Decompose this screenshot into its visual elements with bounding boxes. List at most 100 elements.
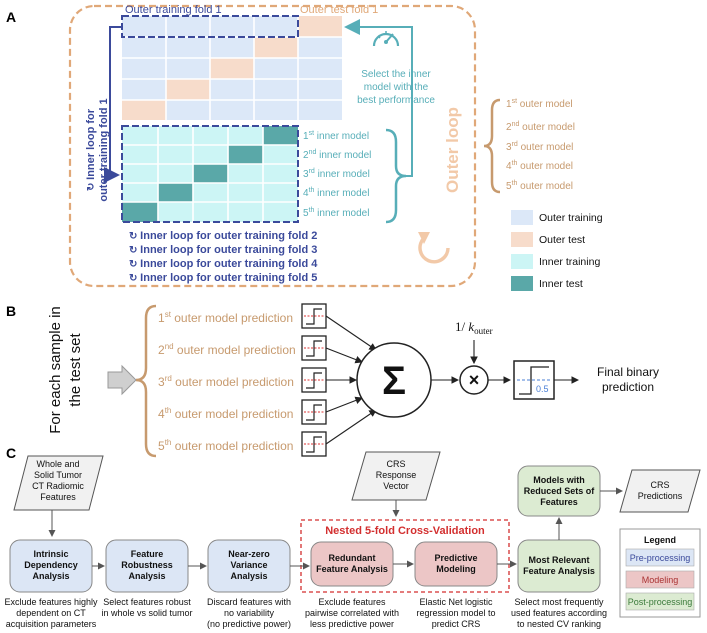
step6-title-line1: Most Relevant bbox=[528, 555, 589, 565]
step2-title-line2: Robustness bbox=[121, 560, 173, 570]
sample-input-arrow bbox=[107, 364, 137, 396]
svg-text:Features: Features bbox=[40, 492, 76, 502]
normalization-factor: 1/ kouter bbox=[455, 319, 493, 336]
select-best-feedback-arrow bbox=[344, 19, 413, 177]
predictions-brace bbox=[135, 304, 157, 458]
outer-test-cell-4 bbox=[166, 79, 210, 100]
legend-pre-processing bbox=[625, 548, 695, 567]
speedometer-icon bbox=[372, 31, 400, 47]
outer-loop-cycle-arrowhead bbox=[418, 232, 430, 244]
step6-desc-line1: Select most frequently bbox=[514, 597, 604, 607]
inner-loop-fold-2: ↻ Inner loop for outer training fold 2 bbox=[129, 230, 317, 242]
final-prediction-line2: prediction bbox=[602, 380, 654, 394]
panel-b: B For each sample in the test set 1st ou… bbox=[6, 303, 659, 458]
svg-text:For each sample in: For each sample in bbox=[47, 306, 64, 434]
svg-text:model with the: model with the bbox=[364, 82, 429, 93]
inner-grid-border bbox=[121, 125, 299, 223]
pipeline-arrows bbox=[92, 487, 623, 570]
outer-loop-label: Outer loop bbox=[443, 107, 462, 193]
inner-loop-title-line1: Inner loop for bbox=[85, 108, 97, 180]
legend-label-outer-training: Outer training bbox=[539, 212, 603, 224]
legend-label-inner-training: Inner training bbox=[539, 256, 600, 268]
inner-loop-fold-5: ↻ Inner loop for outer training fold 5 bbox=[129, 272, 317, 284]
step3-title-line1: Near-zero bbox=[228, 549, 270, 559]
for-each-sample-label: For each sample in the test set bbox=[47, 306, 84, 434]
models-reduced-line1: Models with bbox=[533, 475, 585, 485]
outer-test-cell-1 bbox=[298, 16, 342, 37]
inner-fold-grid bbox=[121, 125, 299, 223]
step1-desc-line1: Exclude features highly bbox=[4, 597, 98, 607]
svg-text:Select the inner: Select the inner bbox=[361, 69, 431, 80]
step3-desc-line2: no variability bbox=[224, 608, 275, 618]
panel-b-label: B bbox=[6, 303, 16, 319]
step-box-4 bbox=[301, 399, 327, 425]
step3-title-line2: Variance bbox=[230, 560, 267, 570]
prediction-label-1: 1st outer model prediction bbox=[158, 310, 293, 325]
outer-model-label-1: 1st outer model bbox=[506, 98, 573, 110]
svg-text:Vector: Vector bbox=[383, 481, 409, 491]
inner-loop-fold-3: ↻ Inner loop for outer training fold 3 bbox=[129, 244, 317, 256]
outer-fold-grid bbox=[121, 15, 342, 120]
inner-loop-connector bbox=[104, 26, 122, 183]
sum-symbol: Σ bbox=[382, 359, 406, 403]
nested-cv-title: Nested 5-fold Cross-Validation bbox=[325, 525, 485, 537]
panel-a-legend: Outer training Outer test Inner training… bbox=[511, 210, 603, 291]
legend-post-processing-label: Post-processing bbox=[628, 597, 693, 607]
step6-desc-line3: to nested CV ranking bbox=[517, 619, 601, 629]
step4-title-line2: Feature Analysis bbox=[316, 564, 388, 574]
threshold-box: 0.5 bbox=[513, 360, 555, 400]
step4-desc-line1: Exclude features bbox=[318, 597, 386, 607]
inner-test-cell-3 bbox=[193, 164, 228, 183]
inner-test-cell-4 bbox=[158, 183, 193, 202]
step-box-3 bbox=[301, 367, 327, 393]
svg-text:Whole and: Whole and bbox=[36, 459, 79, 469]
outer-loop-cycle-icon bbox=[418, 236, 450, 264]
panel-a: A Outer training fold 1 Outer test fold … bbox=[6, 4, 603, 291]
panel-c: C Whole and Solid Tumor CT Radiomic Feat… bbox=[4, 445, 701, 629]
legend-swatch-inner-test bbox=[511, 276, 533, 291]
svg-text:CT Radiomic: CT Radiomic bbox=[32, 481, 84, 491]
prediction-label-2: 2nd outer model prediction bbox=[158, 342, 296, 357]
step5-desc-line1: Elastic Net logistic bbox=[419, 597, 493, 607]
crs-predictions-shape bbox=[619, 469, 701, 513]
step4-desc-line3: less predictive power bbox=[310, 619, 394, 629]
inner-model-label-4: 4th inner model bbox=[303, 187, 369, 199]
svg-text:best performance: best performance bbox=[357, 95, 435, 106]
prediction-label-3: 3rd outer model prediction bbox=[158, 374, 294, 389]
step1-desc-line3: acquisition parameters bbox=[6, 619, 97, 629]
inner-test-cell-1 bbox=[263, 126, 298, 145]
step5-title-line2: Modeling bbox=[436, 564, 476, 574]
threshold-value: 0.5 bbox=[536, 384, 549, 394]
legend-swatch-outer-training bbox=[511, 210, 533, 225]
step2-title-line1: Feature bbox=[131, 549, 164, 559]
step1-desc-line2: dependent on CT bbox=[16, 608, 86, 618]
outer-prediction-labels: 1st outer model prediction 2nd outer mod… bbox=[158, 310, 296, 453]
inner-loop-fold-list: ↻ Inner loop for outer training fold 2 ↻… bbox=[129, 230, 318, 284]
svg-text:CRS: CRS bbox=[386, 459, 405, 469]
svg-text:↻ Inner loop for: ↻ Inner loop for bbox=[85, 108, 97, 191]
panel-c-label: C bbox=[6, 445, 16, 461]
outer-test-cell-5 bbox=[122, 100, 166, 120]
legend-swatch-outer-test bbox=[511, 232, 533, 247]
step-box-2 bbox=[301, 335, 327, 361]
outer-training-fold-title: Outer training fold 1 bbox=[125, 4, 222, 16]
legend-modeling-label: Modeling bbox=[642, 575, 679, 585]
outer-model-label-5: 5th outer model bbox=[506, 180, 573, 192]
legend-label-outer-test: Outer test bbox=[539, 234, 585, 246]
prediction-step-boxes bbox=[301, 303, 327, 457]
inner-model-label-2: 2nd inner model bbox=[303, 149, 371, 161]
multiply-symbol: × bbox=[469, 370, 480, 390]
models-reduced-line3: Features bbox=[540, 497, 578, 507]
crs-vector-text: CRS Response Vector bbox=[376, 459, 417, 491]
svg-text:Predictions: Predictions bbox=[638, 491, 683, 501]
step3-desc-line3: (no predictive power) bbox=[207, 619, 291, 629]
models-reduced-line2: Reduced Sets of bbox=[524, 486, 596, 496]
step2-desc-line1: Select features robust bbox=[103, 597, 191, 607]
input-features-shape bbox=[13, 455, 104, 511]
sum-input-arrows bbox=[325, 315, 377, 445]
outer-test-cell-2 bbox=[254, 37, 298, 58]
step2-title-line3: Analysis bbox=[128, 571, 165, 581]
outer-model-label-4: 4th outer model bbox=[506, 160, 573, 172]
svg-text:Solid Tumor: Solid Tumor bbox=[34, 470, 82, 480]
inner-model-label-5: 5th inner model bbox=[303, 207, 369, 219]
